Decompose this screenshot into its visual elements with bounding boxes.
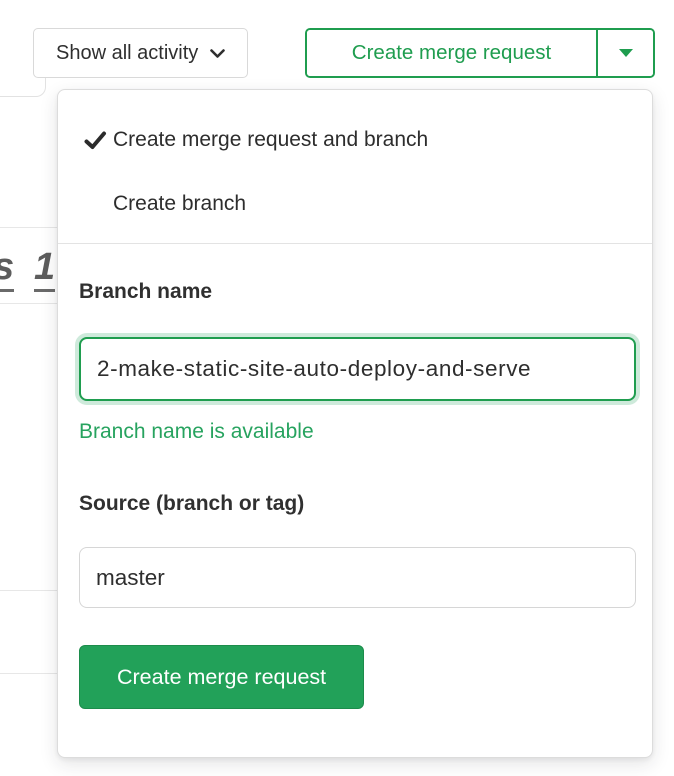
chevron-down-icon	[210, 47, 226, 59]
menu-item-create-branch[interactable]: Create branch	[59, 182, 651, 226]
background-divider	[0, 303, 57, 304]
create-merge-request-split-button: Create merge request	[305, 28, 655, 78]
background-partial-text: s	[0, 246, 15, 292]
menu-item-label: Create branch	[113, 192, 247, 215]
check-icon	[84, 131, 108, 150]
create-merge-request-label: Create merge request	[351, 41, 552, 64]
activity-filter-label: Show all activity	[56, 41, 199, 64]
background-divider	[0, 673, 57, 674]
create-merge-request-dropdown-panel: Create merge request and branch Create b…	[57, 89, 653, 758]
create-merge-request-dropdown-toggle[interactable]	[596, 30, 653, 76]
submit-button-label: Create merge request	[117, 664, 327, 689]
activity-filter-dropdown[interactable]: Show all activity	[33, 28, 249, 78]
source-label: Source (branch or tag)	[79, 492, 305, 515]
source-input[interactable]	[79, 547, 636, 608]
branch-name-label: Branch name	[79, 280, 213, 303]
menu-item-create-mr-and-branch[interactable]: Create merge request and branch	[59, 118, 651, 162]
background-divider	[0, 227, 57, 228]
branch-name-availability-message: Branch name is available	[79, 420, 314, 443]
menu-divider	[58, 243, 652, 244]
submit-create-merge-request-button[interactable]: Create merge request	[79, 645, 365, 709]
background-partial-text: 1	[34, 246, 56, 292]
background-divider	[0, 590, 57, 591]
caret-down-icon	[618, 48, 634, 58]
create-merge-request-button[interactable]: Create merge request	[307, 30, 596, 76]
menu-item-label: Create merge request and branch	[113, 128, 429, 151]
branch-name-input[interactable]	[79, 337, 636, 401]
